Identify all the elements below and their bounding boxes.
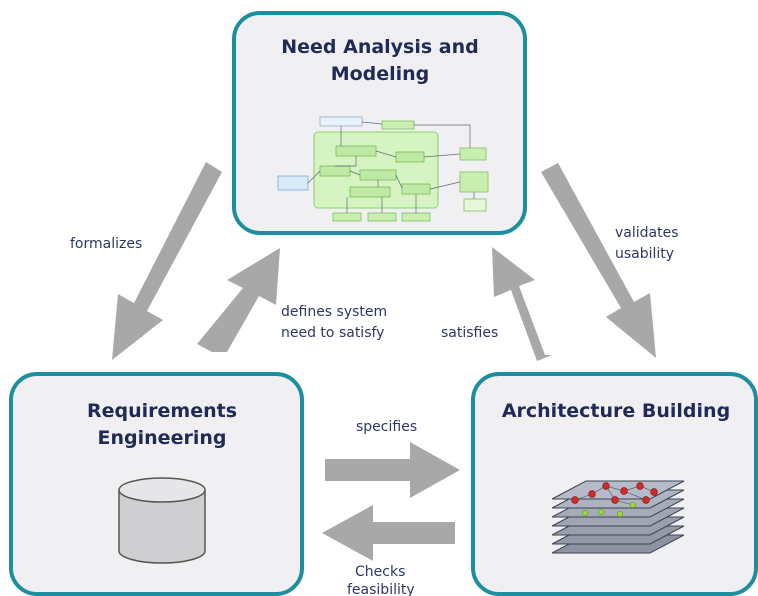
need-analysis-title-line2: Modeling bbox=[331, 63, 430, 85]
need-analysis-box: Need Analysis and Modeling bbox=[232, 11, 527, 235]
arrow-satisfies bbox=[492, 247, 552, 361]
arrow-formalizes bbox=[112, 162, 222, 360]
label-checks-line2: feasibility bbox=[347, 582, 415, 596]
label-defines-line1: defines system bbox=[281, 304, 387, 320]
database-icon bbox=[118, 477, 206, 564]
requirements-title-line1: Requirements bbox=[87, 400, 237, 422]
label-formalizes: formalizes bbox=[70, 236, 142, 252]
arrow-validates-usability bbox=[541, 163, 656, 358]
arrow-specifies bbox=[325, 442, 460, 498]
architecture-title: Architecture Building bbox=[502, 400, 730, 422]
label-defines-line2: need to satisfy bbox=[281, 325, 384, 341]
model-diagram-thumbnail bbox=[277, 116, 489, 222]
requirements-title-line2: Engineering bbox=[98, 427, 227, 449]
architecture-building-box: Architecture Building bbox=[471, 372, 758, 596]
arrow-defines-system-need bbox=[197, 248, 280, 352]
label-validates-line1: validates bbox=[615, 225, 679, 241]
label-validates-line2: usability bbox=[615, 246, 674, 262]
arrow-checks-feasibility bbox=[322, 505, 455, 561]
layered-architecture-icon bbox=[551, 480, 685, 554]
label-checks-line1: Checks bbox=[355, 564, 405, 580]
need-analysis-title-line1: Need Analysis and bbox=[281, 36, 479, 58]
label-satisfies: satisfies bbox=[441, 325, 498, 341]
label-specifies: specifies bbox=[356, 419, 417, 435]
requirements-engineering-box: Requirements Engineering bbox=[9, 372, 304, 596]
